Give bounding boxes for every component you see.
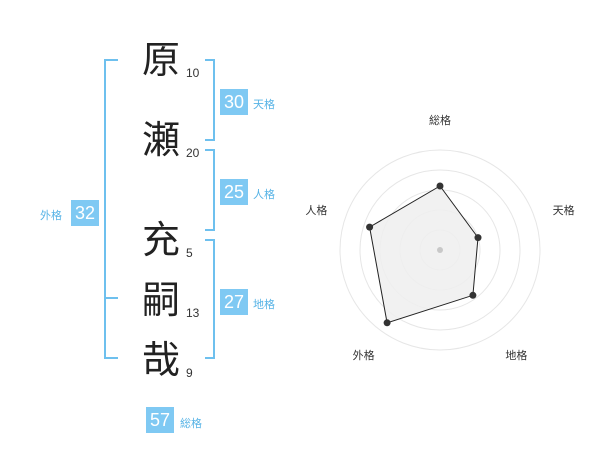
stroke-count-1: 10 (186, 66, 200, 80)
chikaku-value: 27 (220, 289, 248, 315)
bracket-lines (104, 59, 215, 359)
radar-point-2 (474, 234, 482, 242)
tenkaku-value: 30 (220, 89, 248, 115)
tenkaku-bracket (205, 59, 215, 141)
radar-axis-label-1: 総格 (429, 113, 451, 127)
jinkaku-label: 人格 (253, 188, 275, 201)
soukaku-value: 57 (146, 407, 174, 433)
gaikaku-label: 外格 (40, 209, 62, 222)
gaikaku-value: 32 (71, 200, 99, 226)
radar-axis-label-3: 地格 (505, 348, 527, 362)
radar-axis-label-5: 人格 (305, 203, 327, 217)
tenkaku-label: 天格 (253, 98, 275, 111)
radar-axis-label-2: 天格 (553, 203, 575, 217)
chikaku-bracket (205, 239, 215, 359)
stroke-count-3: 5 (186, 246, 193, 260)
radar-point-4 (383, 319, 391, 327)
radar-ring (339, 149, 541, 351)
jinkaku-bracket (205, 149, 215, 231)
radar-point-3 (469, 291, 477, 299)
name-char-3: 充 (141, 218, 180, 262)
soukaku-label: 総格 (180, 417, 202, 430)
radar-point-1 (436, 182, 444, 190)
outer-bracket (104, 59, 118, 359)
chikaku-label: 地格 (253, 298, 275, 311)
stroke-count-5: 9 (186, 366, 193, 380)
radar-center-dot (437, 247, 443, 253)
name-char-4: 嗣 (141, 278, 180, 322)
name-char-1: 原 (141, 38, 180, 82)
name-char-5: 哉 (141, 338, 180, 382)
radar-axis-label-4: 外格 (353, 348, 375, 362)
stroke-count-2: 20 (186, 146, 200, 160)
radar-ring (359, 169, 521, 331)
radar-point-5 (366, 223, 374, 231)
radar-series-polygon (369, 185, 479, 324)
stroke-count-4: 13 (186, 306, 200, 320)
name-char-2: 瀬 (141, 118, 180, 162)
jinkaku-value: 25 (220, 179, 248, 205)
